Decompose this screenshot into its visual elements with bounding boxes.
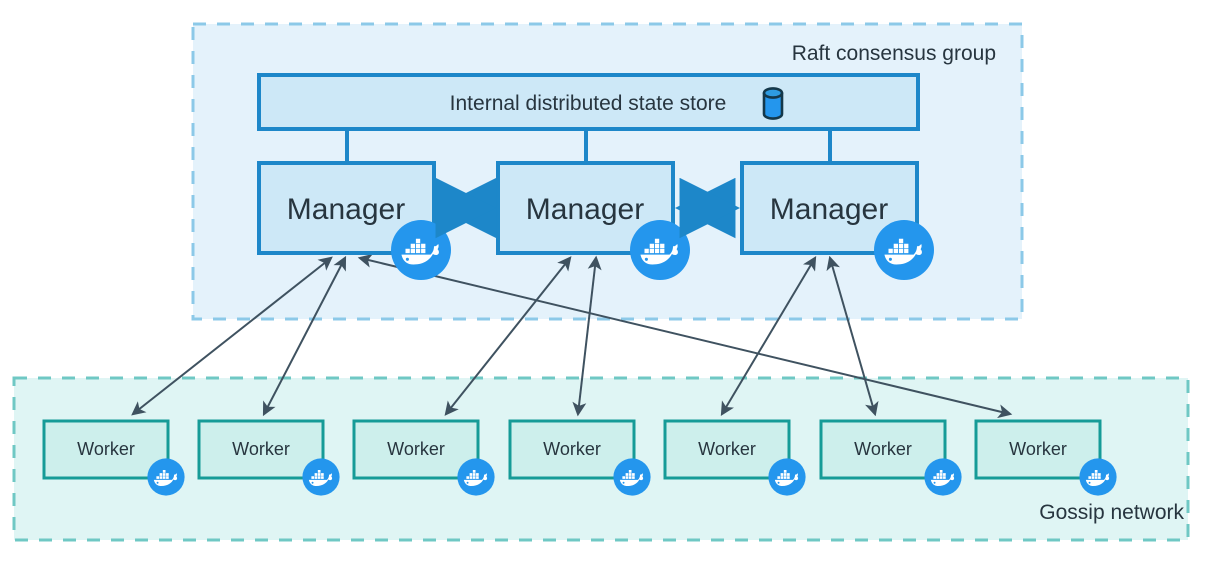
gossip-network-label: Gossip network: [1039, 501, 1184, 524]
worker-7-label: Worker: [1009, 439, 1067, 459]
internal-distributed-state-store[interactable]: Internal distributed state store: [257, 73, 920, 131]
worker-4-label: Worker: [543, 439, 601, 459]
worker-7[interactable]: Worker: [974, 419, 1117, 496]
worker-2-rect: [197, 419, 325, 480]
worker-6-label: Worker: [854, 439, 912, 459]
state-store-rect: [257, 73, 920, 131]
worker-3[interactable]: Worker: [352, 419, 495, 496]
manager-3[interactable]: Manager: [740, 161, 934, 280]
worker-7-rect: [974, 419, 1102, 480]
state-store-label: Internal distributed state store: [450, 92, 727, 115]
worker-2[interactable]: Worker: [197, 419, 340, 496]
worker-5-rect: [663, 419, 791, 480]
worker-1-label: Worker: [77, 439, 135, 459]
worker-3-rect: [352, 419, 480, 480]
worker-manager-links: [131, 253, 1013, 419]
docker-whale-icon: [768, 458, 806, 496]
docker-whale-icon: [630, 220, 690, 280]
worker-4-rect: [508, 419, 636, 480]
worker-6-rect: [819, 419, 947, 480]
docker-whale-icon: [924, 458, 962, 496]
worker-5[interactable]: Worker: [663, 419, 806, 496]
worker-5-label: Worker: [698, 439, 756, 459]
worker-1-rect: [42, 419, 170, 480]
worker-4[interactable]: Worker: [508, 419, 651, 496]
manager-3-label: Manager: [770, 193, 888, 226]
worker-2-label: Worker: [232, 439, 290, 459]
manager-1[interactable]: Manager: [257, 161, 451, 280]
store-manager-connectors: [345, 129, 832, 165]
docker-whale-icon: [613, 458, 651, 496]
raft-consensus-group-label: Raft consensus group: [792, 42, 996, 65]
docker-whale-icon: [147, 458, 185, 496]
worker-nodes: Worker Worker Worker: [42, 419, 1117, 496]
link-worker-2-manager-1: [262, 255, 347, 417]
worker-6[interactable]: Worker: [819, 419, 962, 496]
docker-whale-icon: [457, 458, 495, 496]
database-cylinder-icon: [762, 87, 784, 122]
docker-whale-icon: [391, 220, 451, 280]
link-worker-7-manager-1: [357, 253, 1013, 419]
manager-2-label: Manager: [526, 193, 644, 226]
manager-1-label: Manager: [287, 193, 405, 226]
docker-whale-icon: [874, 220, 934, 280]
manager-2[interactable]: Manager: [496, 161, 690, 280]
worker-3-label: Worker: [387, 439, 445, 459]
manager-nodes: Manager Manager Manager: [257, 161, 934, 280]
docker-whale-icon: [302, 458, 340, 496]
worker-1[interactable]: Worker: [42, 419, 185, 496]
docker-whale-icon: [1079, 458, 1117, 496]
